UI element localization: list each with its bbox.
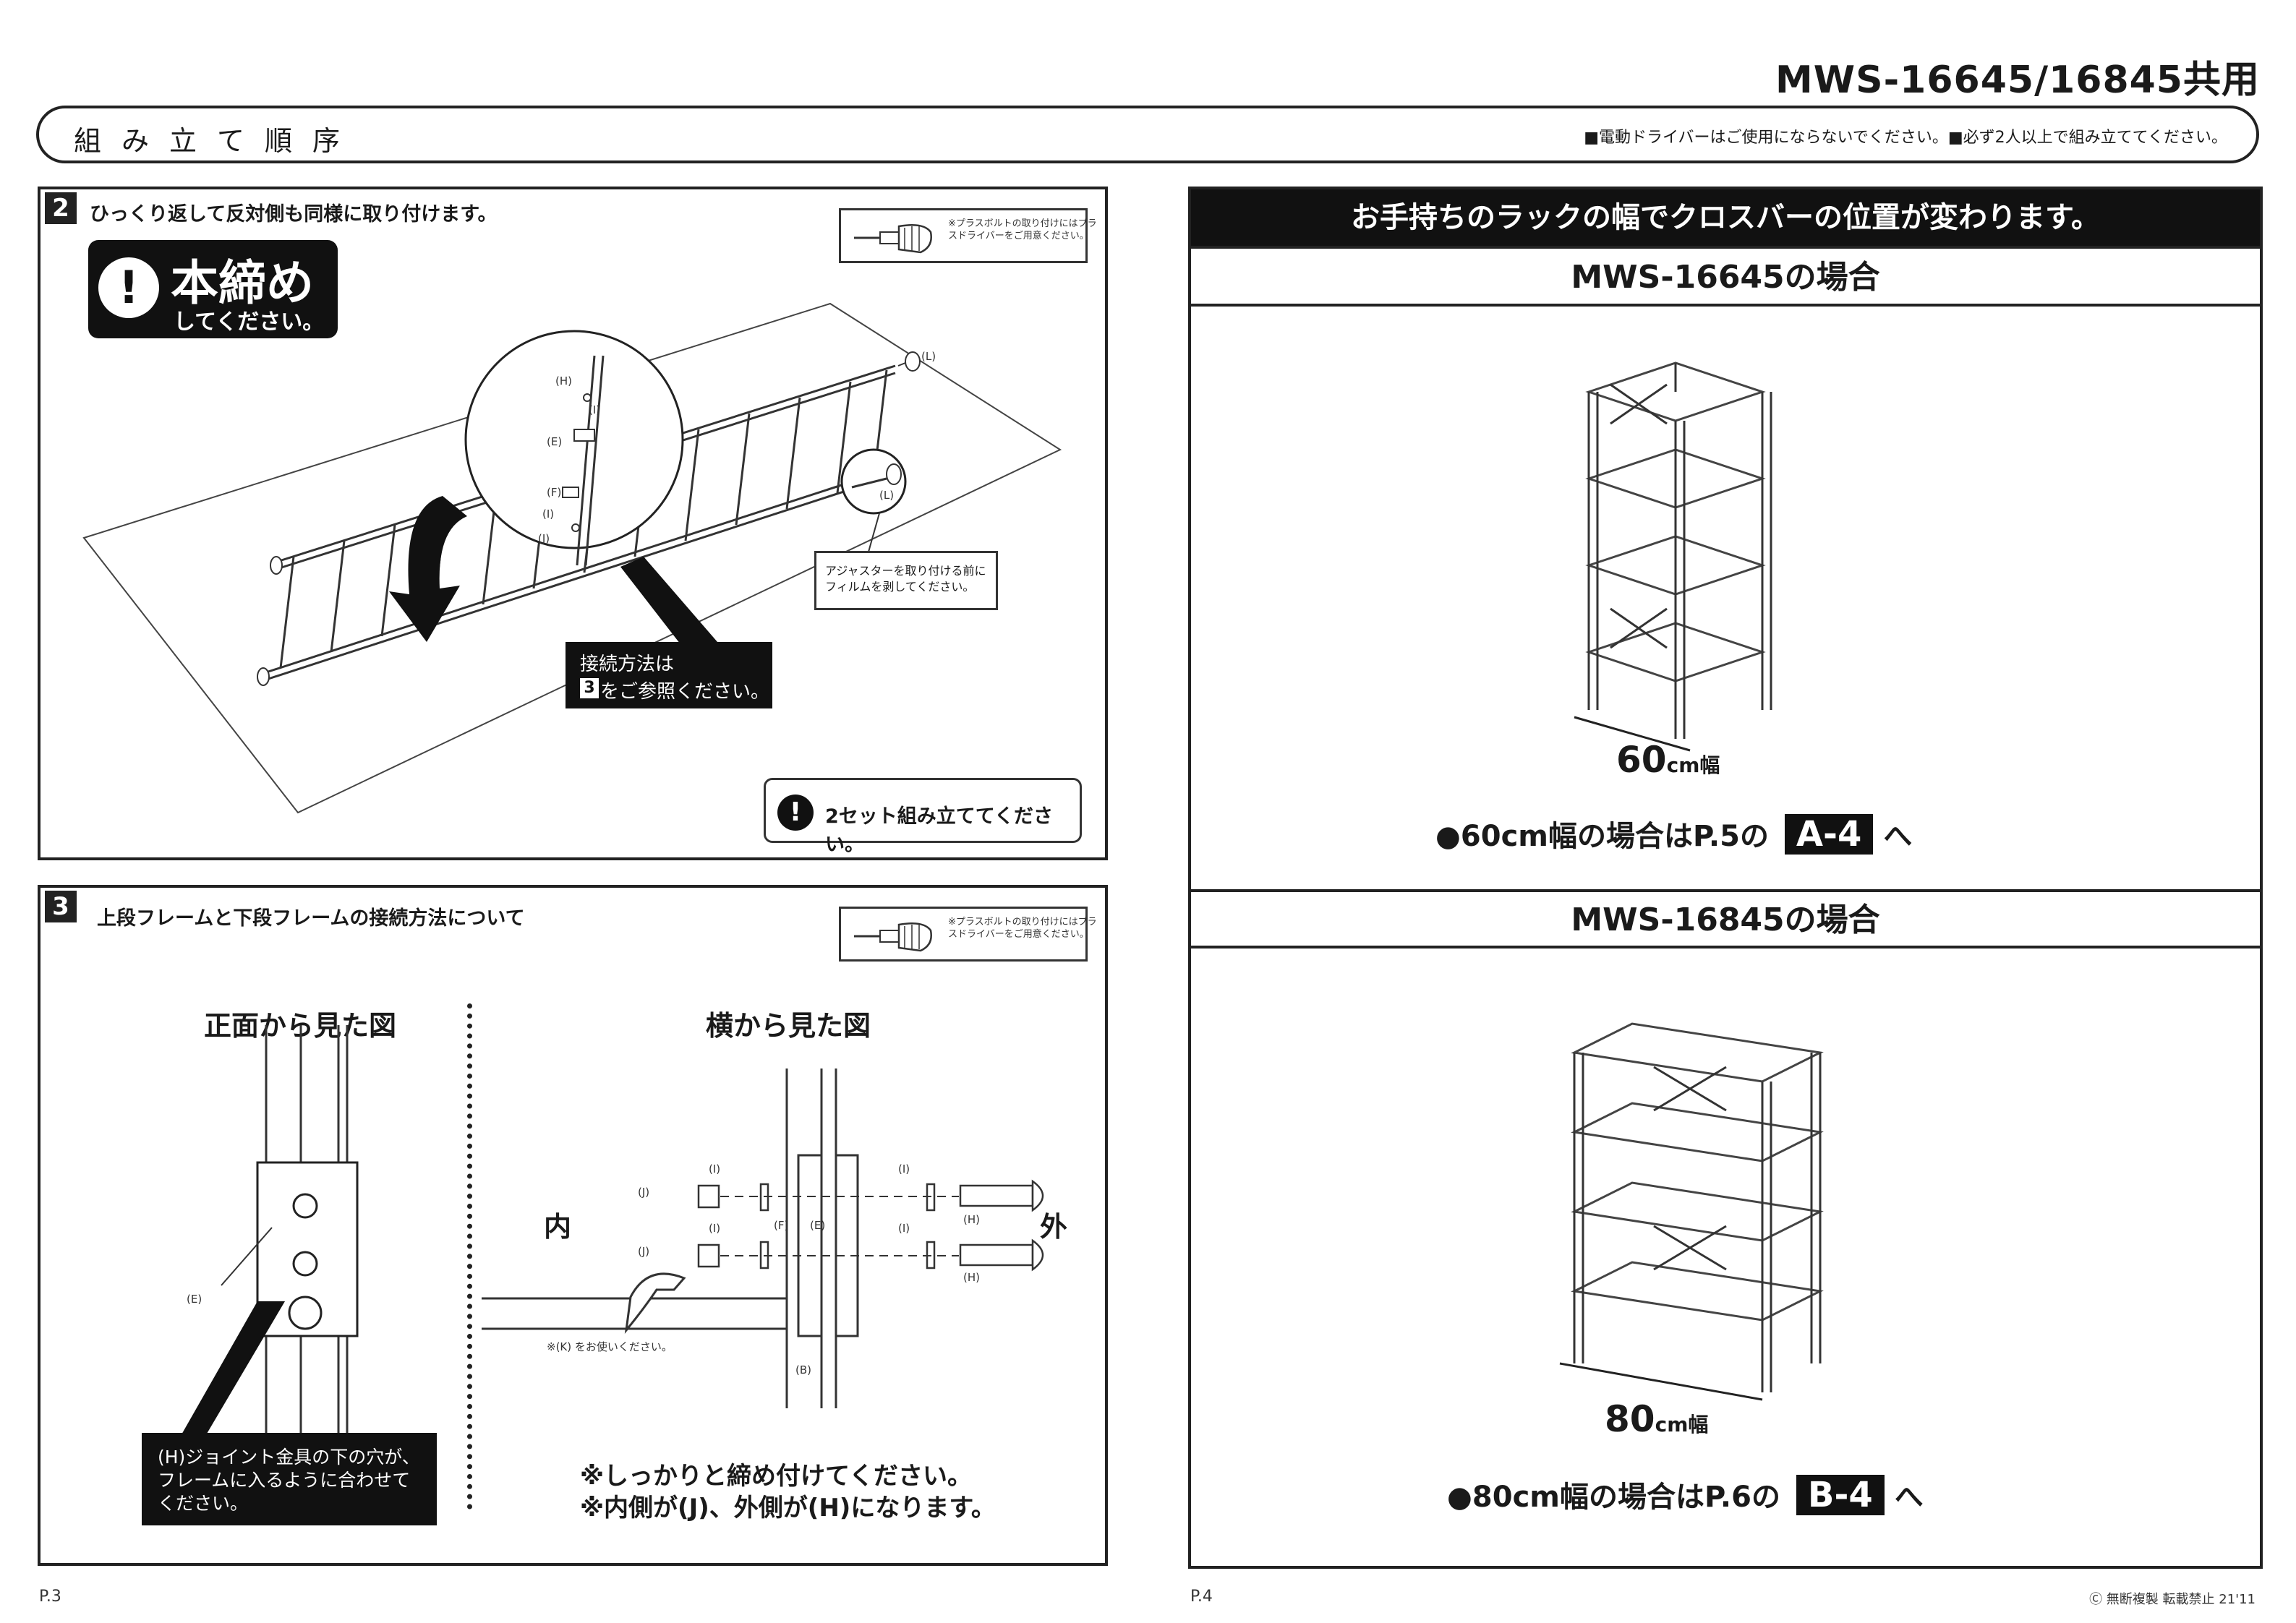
- label-L-top: (L): [921, 350, 936, 363]
- inner-side-label: 内: [544, 1211, 572, 1243]
- joint-alignment-note-text: (H)ジョイント金具の下の穴が、フレームに入るように合わせてください。: [158, 1447, 420, 1514]
- screwdriver-note-text: ※プラスボルトの取り付けにはプラスドライバーをご用意ください。: [948, 218, 1097, 241]
- label-I-lower-right: (I): [898, 1222, 910, 1235]
- screwdriver-note: ※プラスボルトの取り付けにはプラスドライバーをご用意ください。: [839, 208, 1097, 263]
- rack-60cm-illustration: [1574, 361, 1772, 752]
- view-divider: [467, 1003, 472, 1509]
- case2-instruction: ●80cm幅の場合はP.6の B-4 へ: [1447, 1473, 1924, 1515]
- label-H-lower: (H): [963, 1271, 980, 1284]
- screwdriver-hand-icon: [854, 224, 932, 254]
- side-view-illustration: [482, 1069, 1044, 1408]
- exclamation-icon: !: [777, 795, 814, 831]
- joint-alignment-note: (H)ジョイント金具の下の穴が、フレームに入るように合わせてください。: [142, 1433, 437, 1525]
- step3-number: 3: [45, 891, 77, 922]
- label-E-front: (E): [187, 1293, 202, 1306]
- label-I-lower-left: (I): [709, 1222, 721, 1235]
- connection-reference-line1: 接続方法は: [580, 654, 675, 675]
- width-80-unit: cm幅: [1655, 1413, 1709, 1436]
- adjuster-film-note: アジャスターを取り付ける前にフィルムを剥してください。: [814, 551, 998, 610]
- warning-main-text: 本締め: [171, 255, 314, 311]
- tighten-firmly-note: ※しっかりと締め付けてください。: [580, 1462, 973, 1491]
- assembly-order-title: 組み立て順序: [74, 125, 361, 157]
- screwdriver-hand-icon: [854, 922, 932, 952]
- width-80-number: 80: [1605, 1398, 1655, 1440]
- screwdriver-note: ※プラスボルトの取り付けにはプラスドライバーをご用意ください。: [839, 907, 1097, 962]
- step3-ref-badge: 3: [580, 678, 599, 698]
- inner-outer-note: ※内側が(J)、外側が(H)になります。: [580, 1494, 996, 1523]
- label-L-circle: (L): [879, 489, 895, 502]
- width-80-label: 80cm幅: [1605, 1398, 1708, 1440]
- label-E-side: (E): [810, 1219, 826, 1232]
- right-panel: お手持ちのラックの幅でクロスバーの位置が変わります。 MWS-16645の場合 …: [1188, 187, 2263, 1569]
- two-sets-note: ! 2セット組み立ててください。: [764, 778, 1082, 856]
- case1-instruction-text: ●60cm幅の場合はP.5の: [1435, 820, 1769, 853]
- case2-arrow: へ: [1894, 1481, 1924, 1514]
- wrench-note: ※(K) をお使いください。: [547, 1340, 673, 1353]
- header-bar: 組み立て順序 ■電動ドライバーはご使用にならないでください。■必ず2人以上で組み…: [36, 106, 2259, 163]
- label-J: (J): [538, 532, 550, 545]
- case1-arrow: へ: [1883, 820, 1913, 853]
- warning-sub-text: してください。: [174, 309, 325, 335]
- adjuster-film-note-text: アジャスターを取り付ける前にフィルムを剥してください。: [825, 564, 986, 594]
- tighten-warning: ! 本締め してください。: [88, 240, 338, 338]
- width-60-number: 60: [1616, 739, 1667, 781]
- label-I-top: (I): [589, 403, 601, 416]
- side-view-title: 横から見た図: [706, 1010, 871, 1042]
- label-F-side: (F): [774, 1219, 789, 1232]
- label-I-bottom: (I): [542, 508, 555, 521]
- screwdriver-note-text: ※プラスボルトの取り付けにはプラスドライバーをご用意ください。: [948, 917, 1097, 940]
- step3-panel: 3 上段フレームと下段フレームの接続方法について ※プラスボルトの取り付けにはプ…: [38, 885, 1108, 1566]
- width-60-unit: cm幅: [1666, 753, 1720, 777]
- case2-title: MWS-16845の場合: [1191, 889, 2260, 948]
- case2-instruction-text: ●80cm幅の場合はP.6の: [1447, 1481, 1780, 1514]
- model-title: MWS-16645/16845共用: [1775, 59, 2260, 102]
- page-number-right: P.4: [1190, 1588, 1213, 1606]
- case1-title: MWS-16645の場合: [1191, 246, 2260, 307]
- step2-title: ひっくり返して反対側も同様に取り付けます。: [90, 203, 498, 226]
- label-I-upper-left: (I): [709, 1162, 721, 1176]
- outer-side-label: 外: [1040, 1211, 1068, 1243]
- copyright-note: Ⓒ 無断複製 転載禁止 21'11: [2089, 1592, 2256, 1607]
- header-safety-note: ■電動ドライバーはご使用にならないでください。■必ず2人以上で組み立ててください…: [1584, 129, 2227, 147]
- label-F: (F): [547, 486, 562, 499]
- exclamation-icon: !: [98, 257, 159, 318]
- rack-80cm-illustration: [1559, 1022, 1824, 1401]
- step2-panel: 2 ひっくり返して反対側も同様に取り付けます。 ! 本締め してください。 ※プ…: [38, 187, 1108, 860]
- crossbar-position-headline: お手持ちのラックの幅でクロスバーの位置が変わります。: [1191, 189, 2260, 246]
- label-I-upper-right: (I): [898, 1162, 910, 1176]
- label-H-upper: (H): [963, 1213, 980, 1226]
- label-J-lower: (J): [638, 1245, 650, 1258]
- case1-instruction: ●60cm幅の場合はP.5の A-4 へ: [1435, 813, 1912, 855]
- page-number-left: P.3: [39, 1588, 61, 1606]
- front-view-illustration: [175, 1025, 359, 1452]
- step2-number: 2: [45, 192, 77, 224]
- step3-title: 上段フレームと下段フレームの接続方法について: [97, 907, 525, 930]
- case2-badge: B-4: [1796, 1475, 1885, 1515]
- label-B: (B): [795, 1363, 811, 1376]
- frame-flip-illustration: [82, 302, 1062, 814]
- label-J-upper: (J): [638, 1186, 650, 1199]
- case1-badge: A-4: [1784, 814, 1874, 855]
- label-H-top: (H): [555, 374, 572, 387]
- connection-reference: 接続方法は 3 をご参照ください。: [566, 642, 772, 708]
- two-sets-note-text: 2セット組み立ててください。: [825, 805, 1053, 856]
- label-E: (E): [547, 435, 563, 448]
- width-60-label: 60cm幅: [1616, 739, 1720, 781]
- connection-reference-line2: をご参照ください。: [600, 681, 770, 703]
